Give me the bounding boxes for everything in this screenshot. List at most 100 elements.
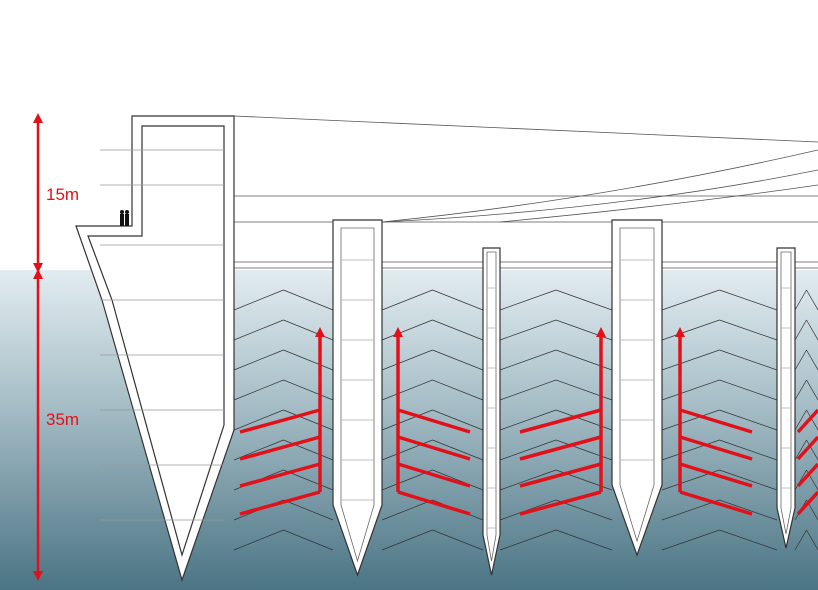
pile	[611, 219, 663, 557]
mooring-line	[499, 349, 557, 371]
flow-branch	[519, 435, 602, 461]
mooring-line	[794, 439, 807, 461]
mooring-line	[283, 289, 334, 311]
flow-branch	[239, 462, 321, 488]
mooring-line	[432, 319, 484, 341]
mooring-line	[432, 469, 484, 491]
flow-branch	[519, 490, 602, 516]
pile-inner	[340, 227, 375, 563]
mooring-line	[794, 349, 807, 371]
flow-branch	[397, 490, 471, 516]
mooring-line	[719, 319, 778, 341]
mooring-line	[233, 379, 284, 401]
mooring-line	[499, 289, 557, 311]
flow-branch	[397, 408, 471, 434]
mooring-line	[719, 439, 778, 461]
flow-branch	[397, 462, 471, 488]
mooring-line	[719, 409, 778, 431]
mooring-line	[381, 379, 433, 401]
mooring-line	[806, 349, 818, 371]
mooring-line	[806, 379, 818, 401]
mooring-line	[283, 499, 334, 521]
flow-branch	[397, 435, 471, 461]
flow-branch	[679, 435, 753, 461]
pile	[482, 247, 501, 576]
pile	[332, 219, 383, 577]
label-35m: 35m	[46, 410, 80, 429]
mooring-line	[499, 529, 557, 551]
mooring-line	[794, 529, 807, 551]
mooring-line	[283, 379, 334, 401]
mooring-line	[499, 409, 557, 431]
mooring-line	[661, 349, 720, 371]
mooring-line	[794, 379, 807, 401]
mooring-line	[719, 349, 778, 371]
mooring-line	[499, 499, 557, 521]
mooring-line	[283, 349, 334, 371]
flow-branch	[796, 435, 818, 461]
mooring-line	[661, 319, 720, 341]
mooring-line	[661, 379, 720, 401]
flow-branch	[796, 490, 818, 516]
flow-branch	[796, 462, 818, 488]
people-silhouette	[120, 210, 129, 226]
pile-inner	[619, 227, 655, 543]
mooring-line	[381, 499, 433, 521]
mooring-line	[381, 349, 433, 371]
mooring-line	[555, 529, 613, 551]
mooring-line	[661, 529, 720, 551]
mooring-line	[806, 439, 818, 461]
flow-branch	[679, 490, 753, 516]
mooring-line	[806, 319, 818, 341]
mooring-line	[499, 319, 557, 341]
mooring-line	[432, 409, 484, 431]
mooring-line	[719, 289, 778, 311]
mooring-line	[499, 379, 557, 401]
mooring-line	[499, 469, 557, 491]
mooring-line	[432, 439, 484, 461]
mooring-line	[719, 499, 778, 521]
mooring-line	[432, 289, 484, 311]
mooring-line	[432, 349, 484, 371]
mooring-line	[794, 289, 807, 311]
flow-branch	[239, 408, 321, 434]
flow-branch	[679, 408, 753, 434]
pile	[776, 247, 796, 549]
mooring-line	[233, 289, 284, 311]
flow-branch	[679, 462, 753, 488]
mooring-line	[432, 379, 484, 401]
mooring-line	[719, 529, 778, 551]
mooring-line	[661, 289, 720, 311]
mooring-line	[806, 409, 818, 431]
mooring-line	[661, 499, 720, 521]
mooring-line	[233, 409, 284, 431]
mooring-line	[381, 529, 433, 551]
flow-branch	[239, 435, 321, 461]
mooring-line	[555, 289, 613, 311]
mooring-line	[806, 529, 818, 551]
mooring-line	[233, 349, 284, 371]
mooring-line	[661, 409, 720, 431]
pile-inner	[780, 251, 792, 535]
mooring-line	[794, 409, 807, 431]
mooring-line	[719, 379, 778, 401]
mooring-line	[794, 469, 807, 491]
mooring-line	[283, 409, 334, 431]
mooring-line	[794, 319, 807, 341]
mooring-line	[661, 439, 720, 461]
mooring-line	[381, 319, 433, 341]
mooring-line	[381, 409, 433, 431]
main-hull	[75, 115, 235, 582]
underwater-lines	[233, 289, 818, 551]
label-15m: 15m	[46, 185, 80, 204]
mooring-line	[806, 289, 818, 311]
roof-structure	[233, 115, 818, 269]
mooring-line	[432, 529, 484, 551]
mooring-line	[233, 319, 284, 341]
flow-branch	[519, 408, 602, 434]
mooring-line	[719, 469, 778, 491]
mooring-line	[381, 289, 433, 311]
flow-branch	[796, 408, 818, 434]
